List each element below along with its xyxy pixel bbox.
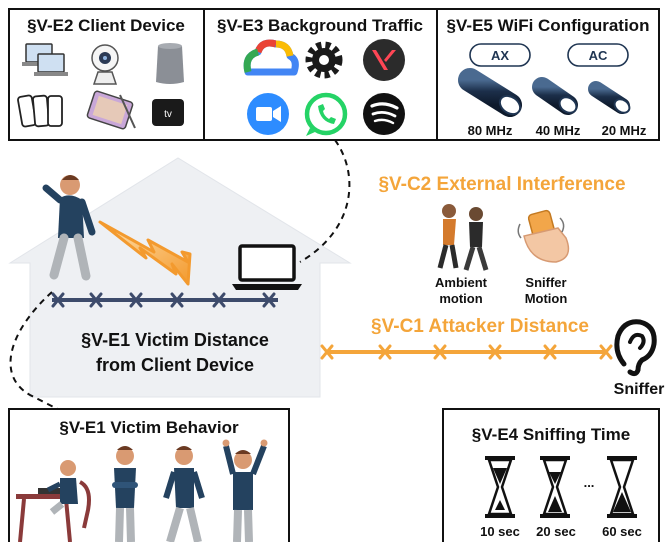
zoom-icon <box>247 93 289 135</box>
wifi-config-title: §V-E5 WiFi Configuration <box>447 16 650 35</box>
panel-victim-behavior: §V-E1 Victim Behavior <box>8 408 290 542</box>
width-20mhz-label: 20 MHz <box>602 123 647 138</box>
google-cloud-icon <box>243 39 299 76</box>
victim-behavior-title: §V-E1 Victim Behavior <box>59 418 239 437</box>
attacker-distance-title: §V-C1 Attacker Distance <box>371 316 589 337</box>
laptops-icon <box>22 43 68 76</box>
svg-text:tv: tv <box>164 109 172 120</box>
sniffer-motion-line1: Sniffer <box>525 275 566 290</box>
duration-60sec-label: 60 sec <box>602 524 642 539</box>
ambient-motion-icon <box>437 204 489 271</box>
sniffing-time-ellipsis: ... <box>584 475 595 490</box>
spotify-icon <box>363 93 405 135</box>
camera-icon <box>91 44 119 85</box>
external-interference-title: §V-C2 External Interference <box>378 174 625 195</box>
walking-person-icon <box>42 175 96 281</box>
cylinder-20mhz <box>588 81 631 114</box>
dashed-connector-traffic <box>299 139 351 263</box>
hourglass-60sec-icon <box>607 456 637 518</box>
lightning-bolt-icon <box>98 220 192 286</box>
sniffer-motion-icon <box>517 209 570 263</box>
client-device-title: §V-E2 Client Device <box>27 16 185 35</box>
house-laptop-icon <box>232 244 302 290</box>
duration-20sec-label: 20 sec <box>536 524 576 539</box>
walking-behavior-person-icon <box>163 446 205 542</box>
mode-ac-label: AC <box>589 48 608 63</box>
cylinder-80mhz <box>458 68 522 117</box>
panel-wifi-config: §V-E5 WiFi Configuration AX AC 80 MHz 40… <box>436 8 660 141</box>
sniffer-label: Sniffer <box>614 381 665 398</box>
hourglass-20sec-icon <box>540 456 570 518</box>
panel-background-traffic: §V-E3 Background Traffic <box>203 8 438 141</box>
tablet-icon <box>86 90 136 130</box>
ambient-label-line2: motion <box>439 291 482 306</box>
standing-person-icon <box>112 446 138 542</box>
sniffer-motion-line2: Motion <box>525 291 568 306</box>
background-traffic-title: §V-E3 Background Traffic <box>217 16 423 35</box>
panel-sniffing-time: §V-E4 Sniffing Time ... 10 sec 20 sec 60… <box>442 408 660 542</box>
victim-distance-line2: from Client Device <box>96 355 254 375</box>
smart-speaker-icon <box>156 43 184 84</box>
ambient-label-line1: Ambient <box>435 275 488 290</box>
sniffing-time-title: §V-E4 Sniffing Time <box>472 425 630 444</box>
duration-10sec-label: 10 sec <box>480 524 520 539</box>
attacker-distance-markers <box>320 344 613 360</box>
cylinder-40mhz <box>532 77 578 115</box>
dashed-connector-behavior <box>9 291 61 411</box>
victim-distance-line1: §V-E1 Victim Distance <box>81 330 269 350</box>
hourglass-10sec-icon <box>485 456 515 518</box>
seated-person-icon <box>16 460 91 542</box>
panel-client-device: §V-E2 Client Device <box>8 8 205 141</box>
whatsapp-icon <box>304 92 348 136</box>
victim-distance-markers <box>51 292 276 308</box>
phones-icon <box>17 94 63 128</box>
house <box>8 157 352 398</box>
ear-icon <box>614 319 657 377</box>
gear-icon <box>305 41 343 79</box>
arms-raised-person-icon <box>222 439 268 542</box>
valorant-icon <box>363 39 405 81</box>
width-80mhz-label: 80 MHz <box>468 123 513 138</box>
apple-tv-icon: tv <box>152 99 184 126</box>
width-40mhz-label: 40 MHz <box>536 123 581 138</box>
mode-ax-label: AX <box>491 48 509 63</box>
